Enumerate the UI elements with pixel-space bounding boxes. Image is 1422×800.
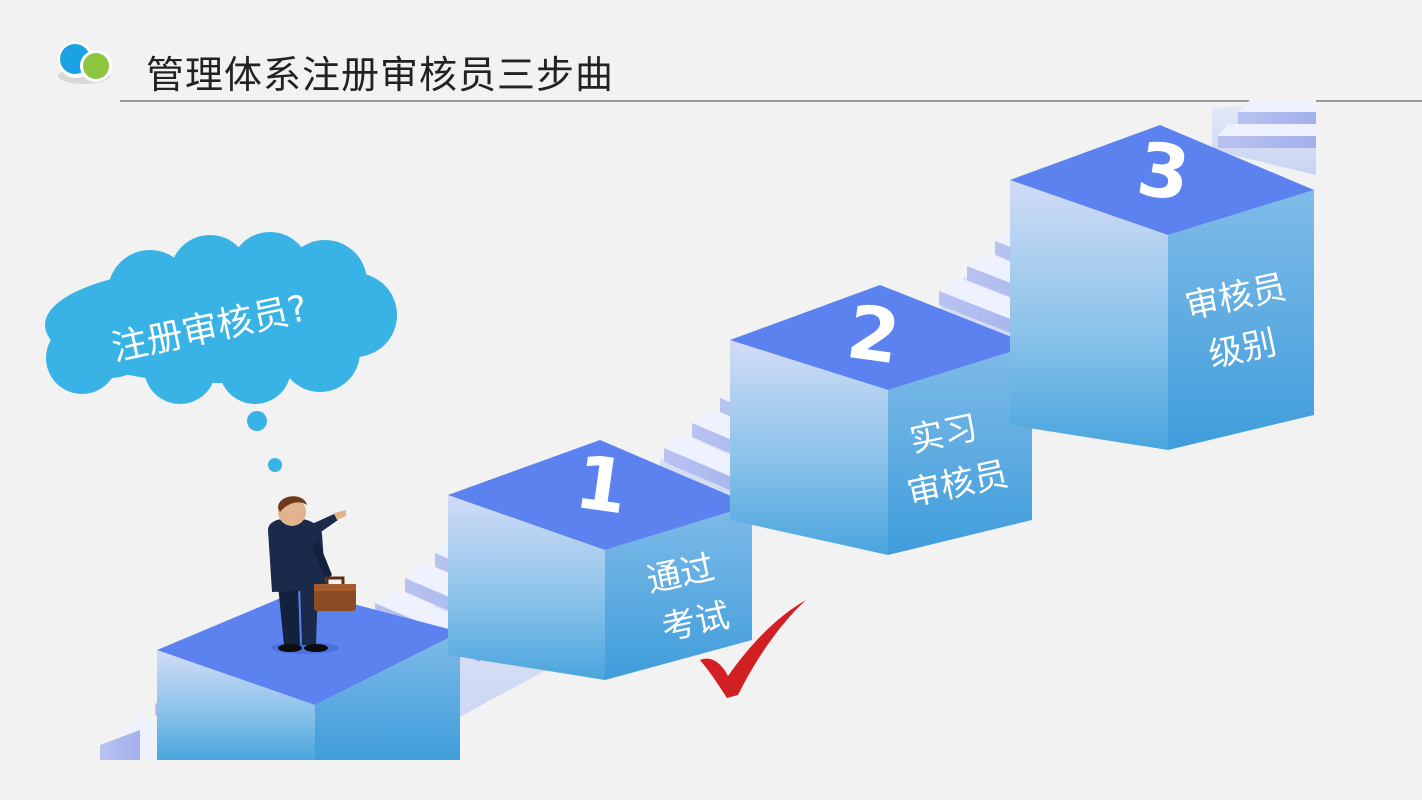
step-2-block: 2 实习 审核员 xyxy=(730,285,1032,555)
logo-circles-icon xyxy=(58,42,112,84)
title-divider xyxy=(120,100,1422,102)
step-1-block: 1 通过 考试 xyxy=(448,439,752,680)
page-title: 管理体系注册审核员三步曲 xyxy=(146,53,615,97)
businessman-figure xyxy=(268,496,356,654)
thought-cloud: 注册审核员? xyxy=(45,232,397,507)
step-1-number: 1 xyxy=(570,439,633,531)
stairs-beyond-step-3 xyxy=(1212,100,1316,175)
step-3-block: 3 审核员 级别 xyxy=(1010,125,1314,450)
checkmark-icon xyxy=(700,600,806,698)
step-3-number: 3 xyxy=(1132,126,1195,218)
step-2-number: 2 xyxy=(842,289,905,381)
